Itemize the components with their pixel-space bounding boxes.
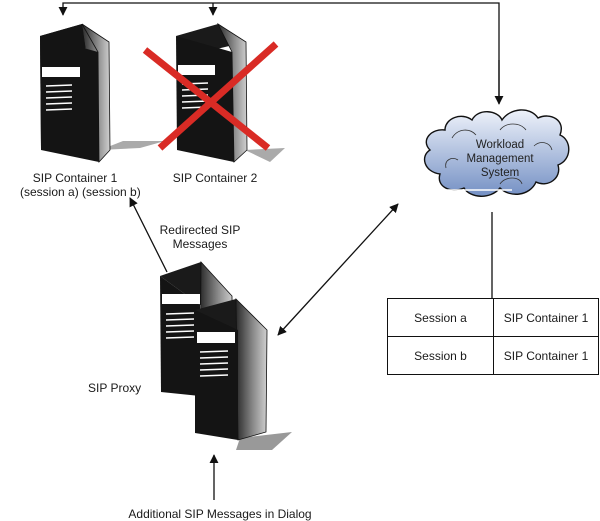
container-cell: SIP Container 1 xyxy=(493,298,599,337)
table-row: Session a SIP Container 1 xyxy=(387,298,599,337)
connector-to-container-1 xyxy=(58,2,500,102)
incoming-label: Additional SIP Messages in Dialog xyxy=(128,507,312,521)
server-icon-proxy xyxy=(160,260,292,450)
session-mapping-table: Session a SIP Container 1 Session b SIP … xyxy=(387,298,599,375)
redirected-label-line2: Messages xyxy=(172,237,228,251)
workload-label: Workload Management System xyxy=(450,138,550,180)
redirected-label: Redirected SIP Messages xyxy=(150,223,250,251)
workload-to-containers-connector xyxy=(58,2,504,105)
container-1-sessions: (session a) (session b) xyxy=(20,185,141,199)
session-cell: Session b xyxy=(387,336,494,375)
redirected-arrow xyxy=(129,197,168,273)
server-icon-container-2 xyxy=(176,22,285,163)
failure-x-icon xyxy=(142,41,279,151)
workload-label-line2: Management xyxy=(466,153,534,165)
proxy-workload-arrow xyxy=(277,203,399,336)
workload-label-line3: System xyxy=(480,167,520,179)
container-1-name: SIP Container 1 xyxy=(32,171,118,185)
session-cell: Session a xyxy=(387,298,494,337)
container-1-label: SIP Container 1 (session a) (session b) xyxy=(20,171,141,199)
container-2-label: SIP Container 2 xyxy=(172,171,258,185)
workload-label-line1: Workload xyxy=(475,139,525,151)
workload-cloud-icon xyxy=(423,109,570,197)
container-cell: SIP Container 1 xyxy=(493,336,599,375)
table-row: Session b SIP Container 1 xyxy=(387,336,599,375)
redirected-label-line1: Redirected SIP xyxy=(159,223,241,237)
server-icon-container-1 xyxy=(40,23,165,164)
proxy-label: SIP Proxy xyxy=(88,381,142,395)
